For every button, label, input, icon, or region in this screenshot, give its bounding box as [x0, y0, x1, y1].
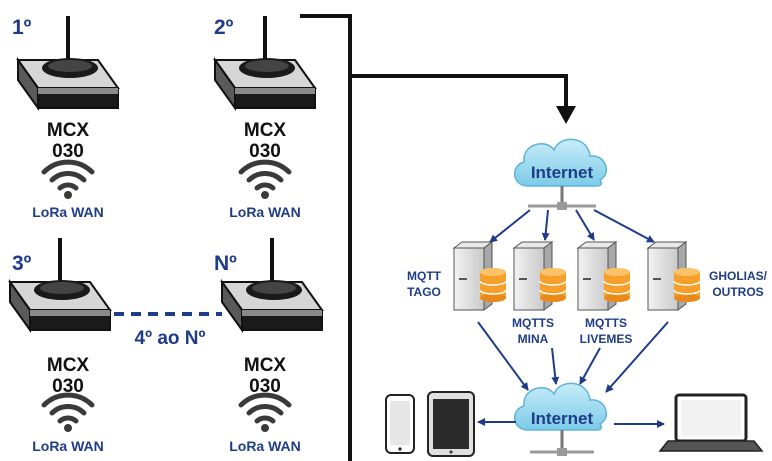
gateway-order-label: 3º — [12, 252, 32, 275]
network-label: LoRa WAN — [229, 438, 301, 454]
device-model-line2: 030 — [52, 376, 84, 397]
server-arrows — [489, 209, 655, 243]
wifi-icon — [44, 162, 92, 199]
laptop-icon — [658, 393, 764, 452]
gateway-order-label: Nº — [214, 252, 237, 275]
gateway-icon — [221, 237, 323, 331]
gateway-order-label: 2º — [214, 16, 234, 39]
cloud-arrows — [477, 321, 669, 393]
internet-label-bottom: Internet — [531, 409, 594, 428]
gateway-icon — [17, 15, 119, 109]
internet-label-top: Internet — [531, 163, 594, 182]
server-label-line1: GHOLIAS/ — [709, 269, 768, 283]
smartphone-icon — [385, 394, 415, 454]
cloud-hub — [557, 202, 567, 210]
device-model-line1: MCX — [244, 355, 287, 376]
network-label: LoRa WAN — [229, 204, 301, 220]
down-arrow-icon — [556, 106, 576, 124]
gateway-2: 2º MCX 030 LoRa WAN — [214, 15, 316, 220]
server-label-line2: OUTROS — [712, 285, 763, 299]
uplink-line — [350, 74, 568, 112]
gateway-3: 3º MCX 030 LoRa WAN — [9, 237, 111, 454]
server-icon — [453, 241, 507, 311]
network-label: LoRa WAN — [32, 438, 104, 454]
server-label-line1: MQTT — [407, 269, 442, 283]
server-icon — [577, 241, 631, 311]
backbone-line — [300, 14, 352, 461]
server-label-line2: LIVEMES — [580, 332, 633, 346]
device-model-line2: 030 — [249, 141, 281, 162]
server-label-line1: MQTTS — [512, 316, 554, 330]
cloud-hub — [557, 448, 567, 456]
server-label-line2: TAGO — [407, 285, 441, 299]
gateway-1: 1º MCX 030 LoRa WAN — [12, 15, 119, 220]
server-label-line2: MINA — [518, 332, 549, 346]
device-model-line1: MCX — [244, 120, 287, 141]
tablet-icon — [427, 391, 475, 457]
device-model-line1: MCX — [47, 355, 90, 376]
device-model-line2: 030 — [52, 141, 84, 162]
server-icon — [647, 241, 701, 311]
network-label: LoRa WAN — [32, 204, 104, 220]
server-label-line1: MQTTS — [585, 316, 627, 330]
device-model-line1: MCX — [47, 120, 90, 141]
wifi-icon — [44, 395, 92, 432]
range-label: 4º ao Nº — [135, 328, 206, 349]
server-icon — [513, 241, 567, 311]
gateway-n: Nº MCX 030 LoRa WAN — [214, 237, 323, 454]
device-model-line2: 030 — [249, 376, 281, 397]
wifi-icon — [241, 395, 289, 432]
wifi-icon — [241, 162, 289, 199]
gateway-order-label: 1º — [12, 16, 32, 39]
